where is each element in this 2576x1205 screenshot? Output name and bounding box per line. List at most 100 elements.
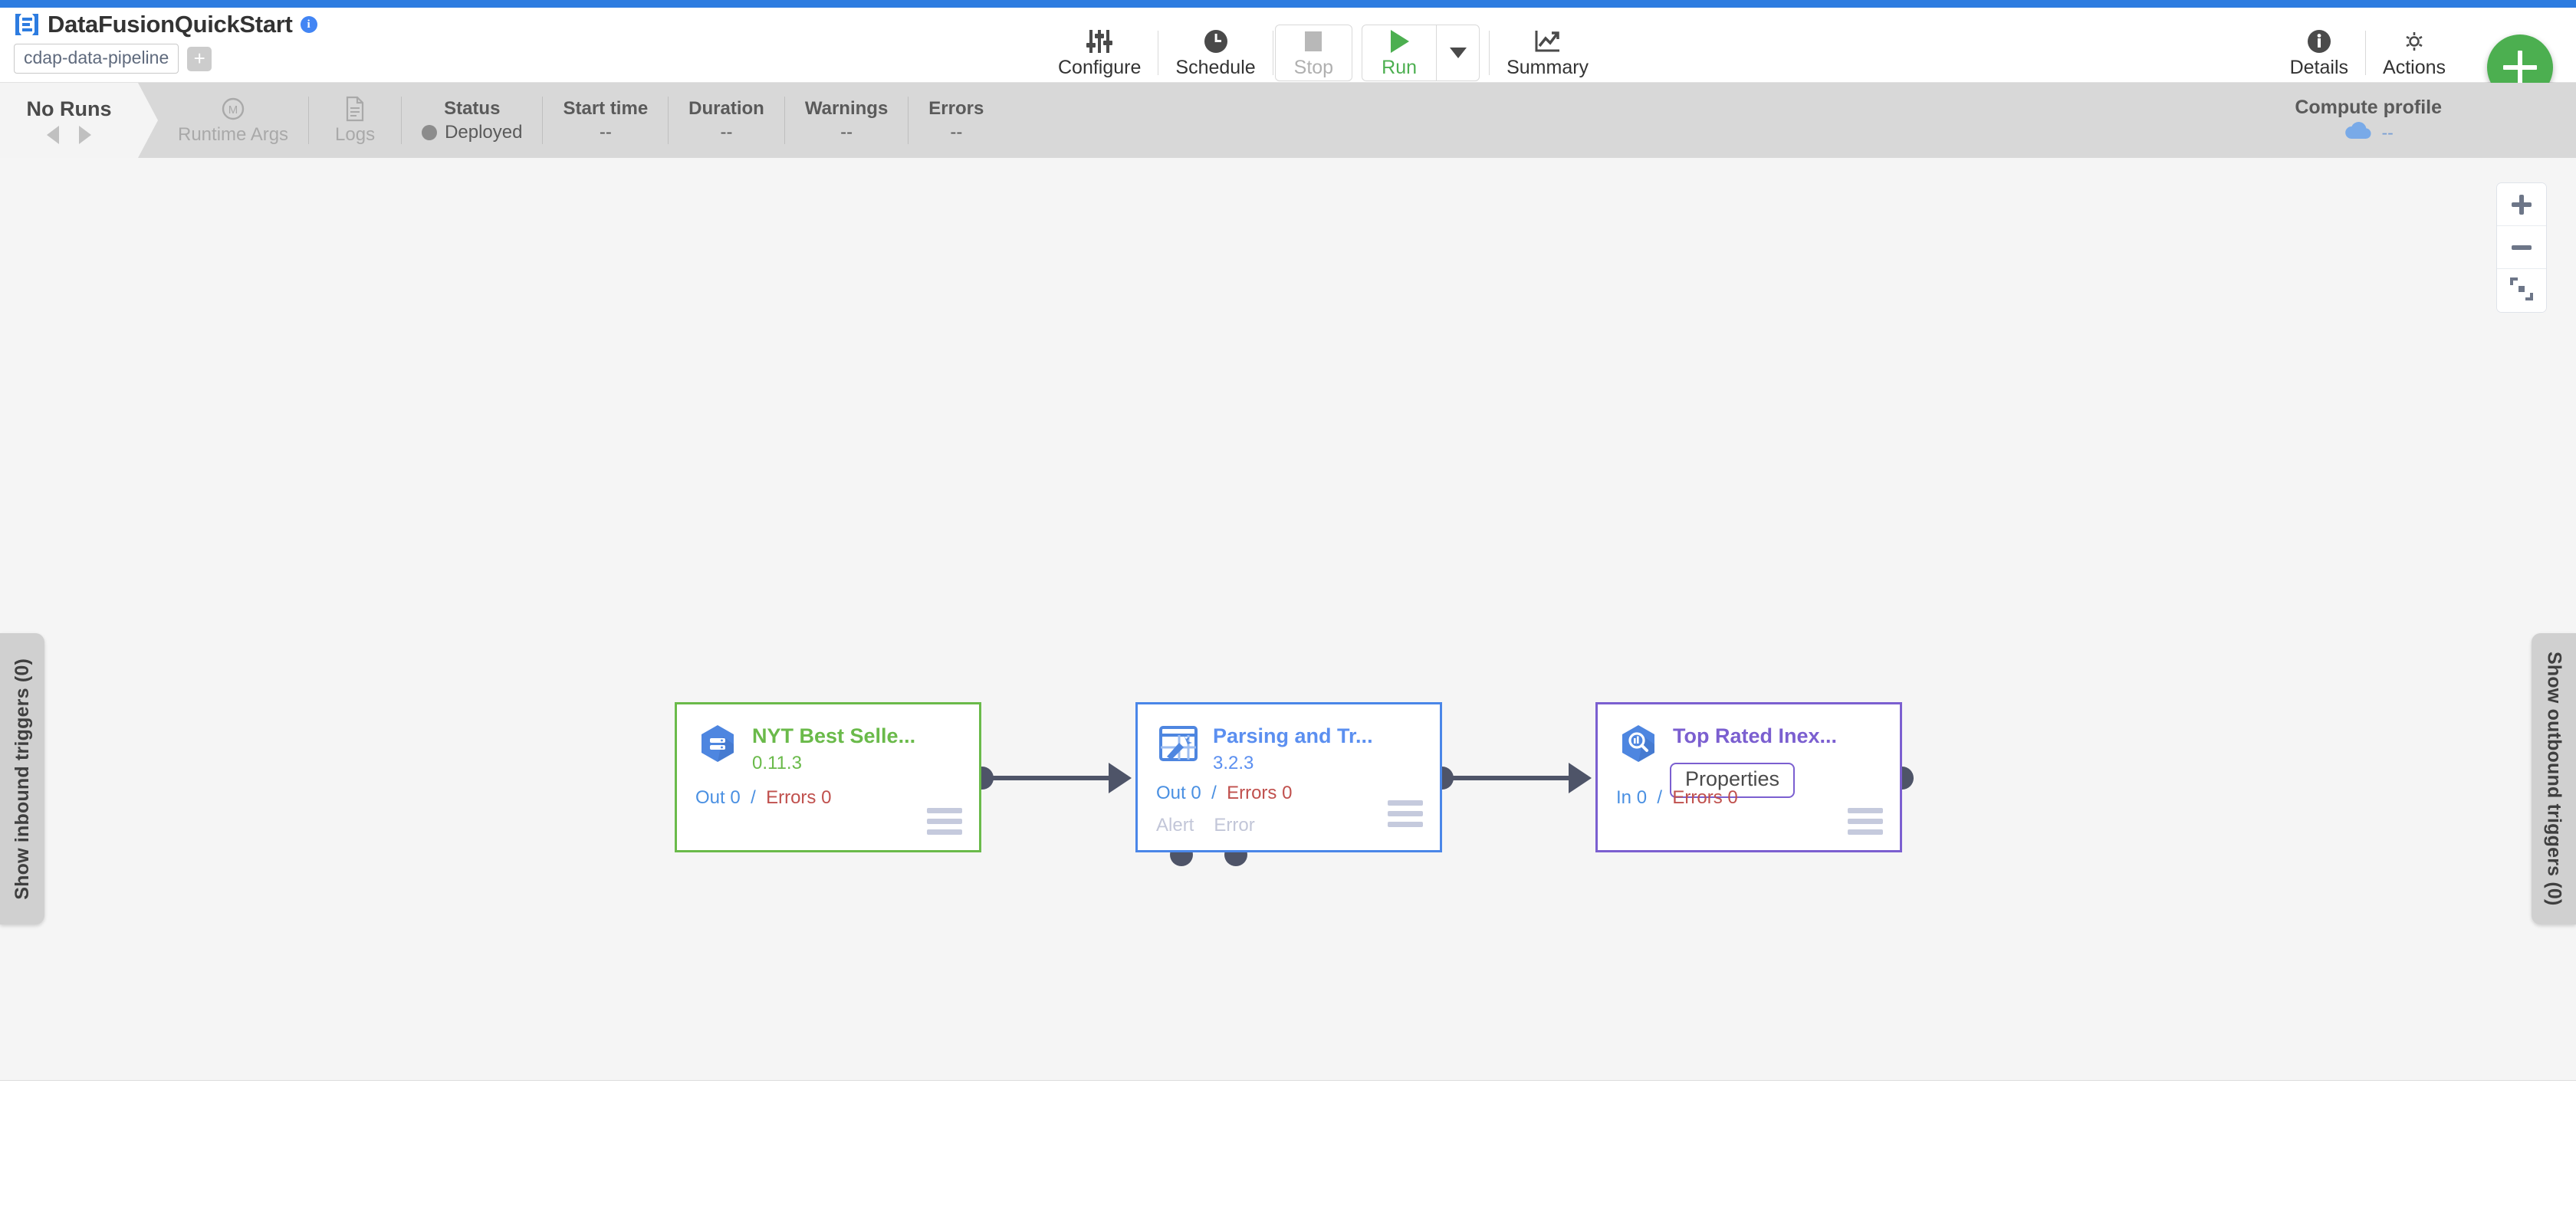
compute-profile-value: -- [2381,123,2394,143]
compute-profile-header: Compute profile [2295,96,2442,118]
node-name: NYT Best Selle... [752,724,916,747]
status-badge: Deployed [422,122,522,143]
toolbar-center: Configure Schedule [1043,15,1604,90]
status-header: Status [444,97,501,119]
runbar-divider [784,97,785,144]
no-runs-block: No Runs [0,83,138,158]
outbound-triggers-label: Show outbound triggers (0) [2543,652,2565,906]
plus-icon [2512,194,2532,215]
configure-button[interactable]: Configure [1043,25,1156,81]
hamburger-menu-icon[interactable] [1388,800,1423,827]
header-bar: DataFusionQuickStart i cdap-data-pipelin… [0,8,2576,100]
zoom-controls [2496,182,2547,313]
show-inbound-triggers-tab[interactable]: Show inbound triggers (0) [0,633,44,924]
pipeline-type-tag[interactable]: cdap-data-pipeline [14,44,179,74]
prev-run-button[interactable] [47,125,59,144]
pipeline-node-transform[interactable]: Parsing and Tr... 3.2.3 Out 0 / Errors 0… [1135,702,1442,852]
pipeline-title-block: DataFusionQuickStart i cdap-data-pipelin… [14,11,317,74]
start-time-header: Start time [563,97,649,119]
runtime-args-label: Runtime Args [178,123,289,145]
start-time-cell: Start time -- [543,93,668,148]
svg-text:M: M [228,103,238,117]
error-port-label: Error [1214,815,1255,836]
document-icon [343,96,366,122]
runbar-divider [668,97,669,144]
connection-arrow-1 [1109,763,1132,793]
play-icon [1388,28,1411,55]
start-time-value: -- [599,121,612,143]
bigquery-sink-icon [1616,721,1661,766]
compute-profile-cell[interactable]: Compute profile -- [2295,83,2442,158]
connection-line-1[interactable] [987,776,1109,780]
actions-label: Actions [2383,56,2446,78]
errors-cell: Errors -- [909,93,1004,148]
browser-top-strip [0,0,2576,8]
run-dropdown-button[interactable] [1436,25,1479,81]
hamburger-menu-icon[interactable] [1848,808,1883,835]
status-cell: Status Deployed [402,93,542,148]
page-title: DataFusionQuickStart [48,11,293,38]
warnings-cell: Warnings -- [785,93,908,148]
fit-to-screen-icon [2510,277,2533,304]
duration-header: Duration [688,97,764,119]
run-button[interactable]: Run [1362,25,1436,81]
chart-line-icon [1533,28,1562,55]
wrangler-transform-icon [1156,721,1201,766]
bottom-area [0,1082,2576,1205]
no-runs-label: No Runs [26,97,112,120]
summary-button[interactable]: Summary [1491,25,1604,81]
logs-button[interactable]: Logs [309,93,401,148]
schedule-label: Schedule [1175,56,1256,78]
node-version: 0.11.3 [752,753,802,773]
inbound-triggers-label: Show inbound triggers (0) [11,658,33,900]
stop-button[interactable]: Stop [1274,25,1353,81]
summary-label: Summary [1506,56,1589,78]
next-run-button[interactable] [79,125,91,144]
zoom-out-button[interactable] [2497,226,2546,269]
run-button-group: Run [1362,25,1480,81]
node-version: 3.2.3 [1213,753,1254,773]
hamburger-menu-icon[interactable] [927,808,962,835]
schedule-button[interactable]: Schedule [1160,25,1270,81]
connection-line-2[interactable] [1447,776,1569,780]
add-tag-button[interactable]: + [187,46,212,71]
logs-label: Logs [335,123,376,145]
info-circle-icon [2306,28,2332,55]
runbar-divider [401,97,402,144]
status-dot-icon [422,124,438,140]
pipeline-canvas[interactable]: Show inbound triggers (0) Show outbound … [0,158,2576,1081]
plus-icon [2503,51,2537,84]
toolbar-divider [1489,31,1490,75]
runtime-args-button[interactable]: M Runtime Args [158,93,308,148]
no-runs-chevron [138,83,158,158]
toolbar-divider [2365,31,2367,75]
minus-icon [2512,245,2532,250]
macro-m-icon: M [220,96,246,122]
node-port-labels: Alert Error [1156,815,1255,836]
connection-arrow-2 [1569,763,1592,793]
cloud-icon [2344,121,2373,145]
node-name: Top Rated Inex... [1673,724,1838,747]
node-metrics: In 0 / Errors 0 [1616,787,1738,808]
show-outbound-triggers-tab[interactable]: Show outbound triggers (0) [2532,633,2576,924]
fit-to-screen-button[interactable] [2497,269,2546,312]
pipeline-node-sink[interactable]: Top Rated Inex... Properties In 0 / Erro… [1595,702,1902,852]
node-metrics: Out 0 / Errors 0 [695,787,832,808]
warnings-value: -- [840,121,853,143]
run-label: Run [1382,56,1418,78]
details-button[interactable]: Details [2275,25,2364,81]
run-status-bar: No Runs M Runtime Args [0,83,2576,158]
zoom-in-button[interactable] [2497,183,2546,226]
run-metrics-row: M Runtime Args Logs Status [158,83,1004,158]
runbar-divider [308,97,310,144]
runbar-divider [542,97,544,144]
pipeline-node-source[interactable]: NYT Best Selle... 0.11.3 Out 0 / Errors … [675,702,981,852]
properties-tooltip[interactable]: Properties [1670,763,1796,798]
gear-icon [2400,28,2428,55]
sliders-icon [1086,28,1113,55]
info-icon[interactable]: i [300,16,317,33]
errors-value: -- [950,121,963,143]
status-value: Deployed [445,121,523,143]
actions-button[interactable]: Actions [2367,25,2461,81]
